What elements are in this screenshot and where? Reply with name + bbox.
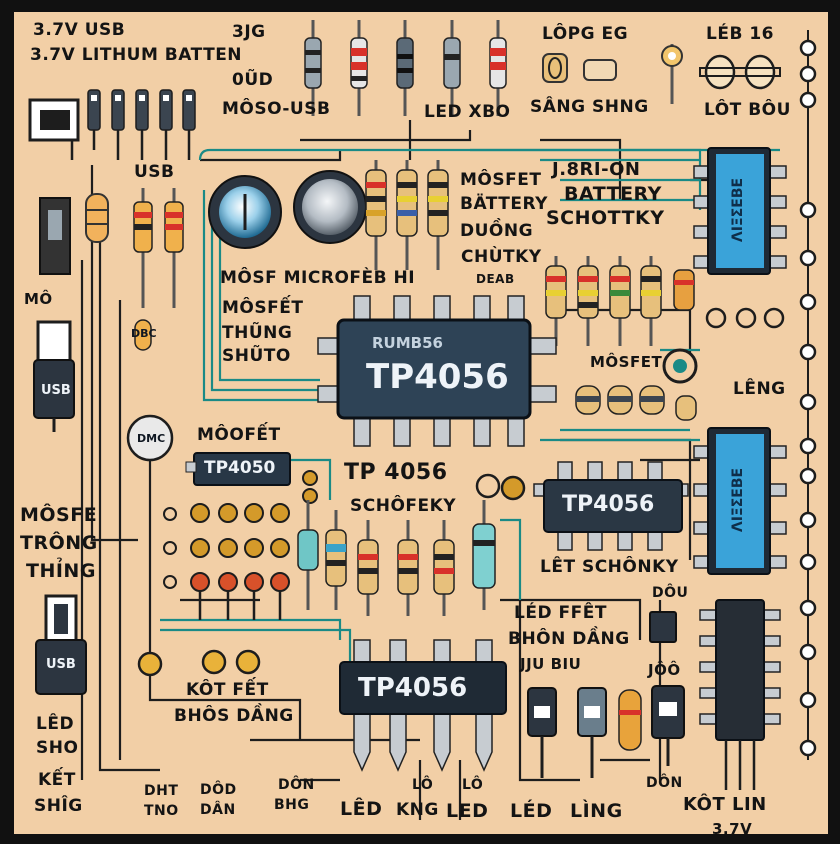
label-mosf-microfeb: MÔSF MICROFÈB HI bbox=[220, 268, 416, 288]
chip-right-label: TP4056 bbox=[562, 492, 655, 517]
top-resistor-row bbox=[304, 20, 507, 116]
label-schottky: SCHOTTKY bbox=[546, 207, 665, 229]
right-ic-middle: ΛΙΞΣΕΒΕ bbox=[693, 427, 787, 575]
smd-dmc-label: DMC bbox=[137, 432, 166, 445]
label-duong: DUỒNG bbox=[460, 221, 534, 241]
label-chutky: CHÙTKY bbox=[461, 247, 542, 267]
label-3-7v: 3.7V bbox=[712, 820, 753, 838]
label-thing: THỈNG bbox=[26, 560, 96, 582]
label-kot-lin: KÔT LIN bbox=[683, 794, 767, 815]
svg-text:ΛΙΞΣΕΒΕ: ΛΙΞΣΕΒΕ bbox=[730, 468, 746, 532]
label-dod: DÔD bbox=[200, 782, 237, 798]
tp4050-graphic bbox=[185, 452, 291, 486]
left-usb-module bbox=[33, 320, 75, 432]
label-080: 0ŨD bbox=[232, 70, 274, 90]
label-ket: KẾT bbox=[38, 770, 76, 790]
chip-main-top-text: RUMB56 bbox=[372, 334, 443, 352]
main-chip-graphic bbox=[317, 295, 557, 447]
label-thung: THŨNG bbox=[222, 323, 293, 343]
top-right-discs bbox=[542, 44, 781, 104]
right-ic-top: ΛΙΞΣΕΒΕ bbox=[693, 147, 787, 275]
lower-middle-resistors bbox=[297, 473, 526, 616]
label-ling: LÌNG bbox=[570, 800, 623, 822]
label-mo: MÔ bbox=[24, 290, 53, 308]
label-battery: BATTERY bbox=[564, 183, 662, 205]
title-battery: 3.7V LITHUM BATTEN bbox=[30, 45, 243, 65]
label-mosfe: MÔSFE bbox=[20, 504, 98, 526]
right-resistor-row bbox=[545, 256, 695, 346]
svg-text:ΛΙΞΣΕΒΕ: ΛΙΞΣΕΒΕ bbox=[730, 178, 746, 242]
left-pad-resistor bbox=[85, 193, 109, 243]
bottom-left-usb-module bbox=[35, 594, 87, 695]
right-chip-graphic bbox=[533, 461, 689, 551]
label-deab: DEAB bbox=[476, 272, 515, 286]
label-moofet: MÔOFẾT bbox=[197, 425, 281, 445]
label-lo: LÔ bbox=[412, 777, 434, 793]
label-lopg-eg: LÔPG EG bbox=[542, 24, 629, 44]
mini-mosfet-label: DBC bbox=[131, 327, 157, 340]
title-usb: 3.7V USB bbox=[33, 20, 126, 40]
label-leng: LÊNG bbox=[733, 379, 786, 399]
label-led-ffet: LÉD FFÊT bbox=[514, 603, 607, 623]
label-shig: SHÎG bbox=[34, 796, 83, 816]
smd-round bbox=[126, 414, 174, 462]
label-led-b1: LÊD bbox=[340, 798, 383, 820]
small-round-parts bbox=[575, 307, 785, 421]
pad-matrix bbox=[163, 470, 318, 620]
label-moso-usb: MÔSO-USB bbox=[222, 99, 331, 119]
label-bhg: BHG bbox=[274, 797, 310, 813]
label-kot-fet: KÔT FẾT bbox=[186, 680, 269, 700]
label-dan: DÂN bbox=[200, 802, 236, 818]
label-3-8ri-on: J.8RI-ON bbox=[552, 159, 641, 180]
label-leb-16: LÉB 16 bbox=[706, 24, 774, 44]
bottom-right-components bbox=[527, 611, 685, 778]
chip-main-label: TP4056 bbox=[366, 357, 509, 397]
label-shuto: SHŨTO bbox=[222, 346, 291, 366]
label-jju-biu: JJU BIU bbox=[520, 655, 582, 673]
label-led-sho: LÊD bbox=[36, 714, 75, 734]
usb-module-bottom-label: USB bbox=[46, 657, 76, 672]
label-lot-bou: LÔT BÔU bbox=[704, 100, 791, 120]
usb-module-left-label: USB bbox=[41, 383, 71, 398]
label-led-b2: LED bbox=[446, 800, 489, 822]
bottom-left-pads bbox=[137, 649, 261, 677]
label-let-schonky: LÊT SCHÔNKY bbox=[540, 557, 679, 577]
label-tp4056-mid: TP 4056 bbox=[344, 460, 448, 485]
label-lo2: LÔ bbox=[462, 777, 484, 793]
chip-tp4050-label: TP4050 bbox=[204, 458, 276, 478]
chip-bottom-label: TP4056 bbox=[358, 673, 468, 703]
left-resistors bbox=[133, 188, 184, 351]
usb-connector-stack bbox=[28, 89, 196, 160]
label-led-xbo: LED XBO bbox=[424, 102, 511, 122]
capacitors bbox=[208, 170, 367, 249]
label-battery-2: BÄTTERY bbox=[460, 194, 548, 214]
label-don: DÔN bbox=[278, 777, 315, 793]
label-led-b3: LÉD bbox=[510, 800, 553, 822]
right-rail bbox=[799, 30, 817, 760]
left-switch bbox=[39, 197, 71, 275]
label-sang-shng: SÂNG SHNG bbox=[530, 97, 649, 117]
label-mosfet-3: MÔSFET bbox=[590, 353, 663, 371]
label-sho: SHO bbox=[36, 738, 79, 758]
label-dht: DHT bbox=[144, 783, 179, 799]
label-mosfet-1: MÔSFET bbox=[460, 170, 542, 190]
label-dou: DÔU bbox=[652, 585, 689, 601]
label-kng: KNG bbox=[396, 800, 439, 820]
label-don2: DÔN bbox=[646, 775, 683, 791]
label-tno: TNO bbox=[144, 803, 179, 819]
label-schofeky: SCHÔFEKY bbox=[350, 496, 457, 516]
label-mosfet-2: MÔSFẾT bbox=[222, 298, 304, 318]
label-usb: USB bbox=[134, 162, 175, 182]
label-bhon-dang: BHÔN DẦNG bbox=[508, 629, 630, 649]
bottom-chip-graphic bbox=[339, 639, 507, 772]
label-bhos-dang: BHÔS DẦNG bbox=[174, 706, 294, 726]
label-trong: TRÔNG bbox=[20, 532, 98, 554]
middle-resistors bbox=[365, 160, 449, 270]
label-joo: JÔÔ bbox=[648, 661, 681, 679]
right-ic-bottom bbox=[699, 599, 781, 790]
label-3jg: 3ЈG bbox=[232, 22, 266, 42]
